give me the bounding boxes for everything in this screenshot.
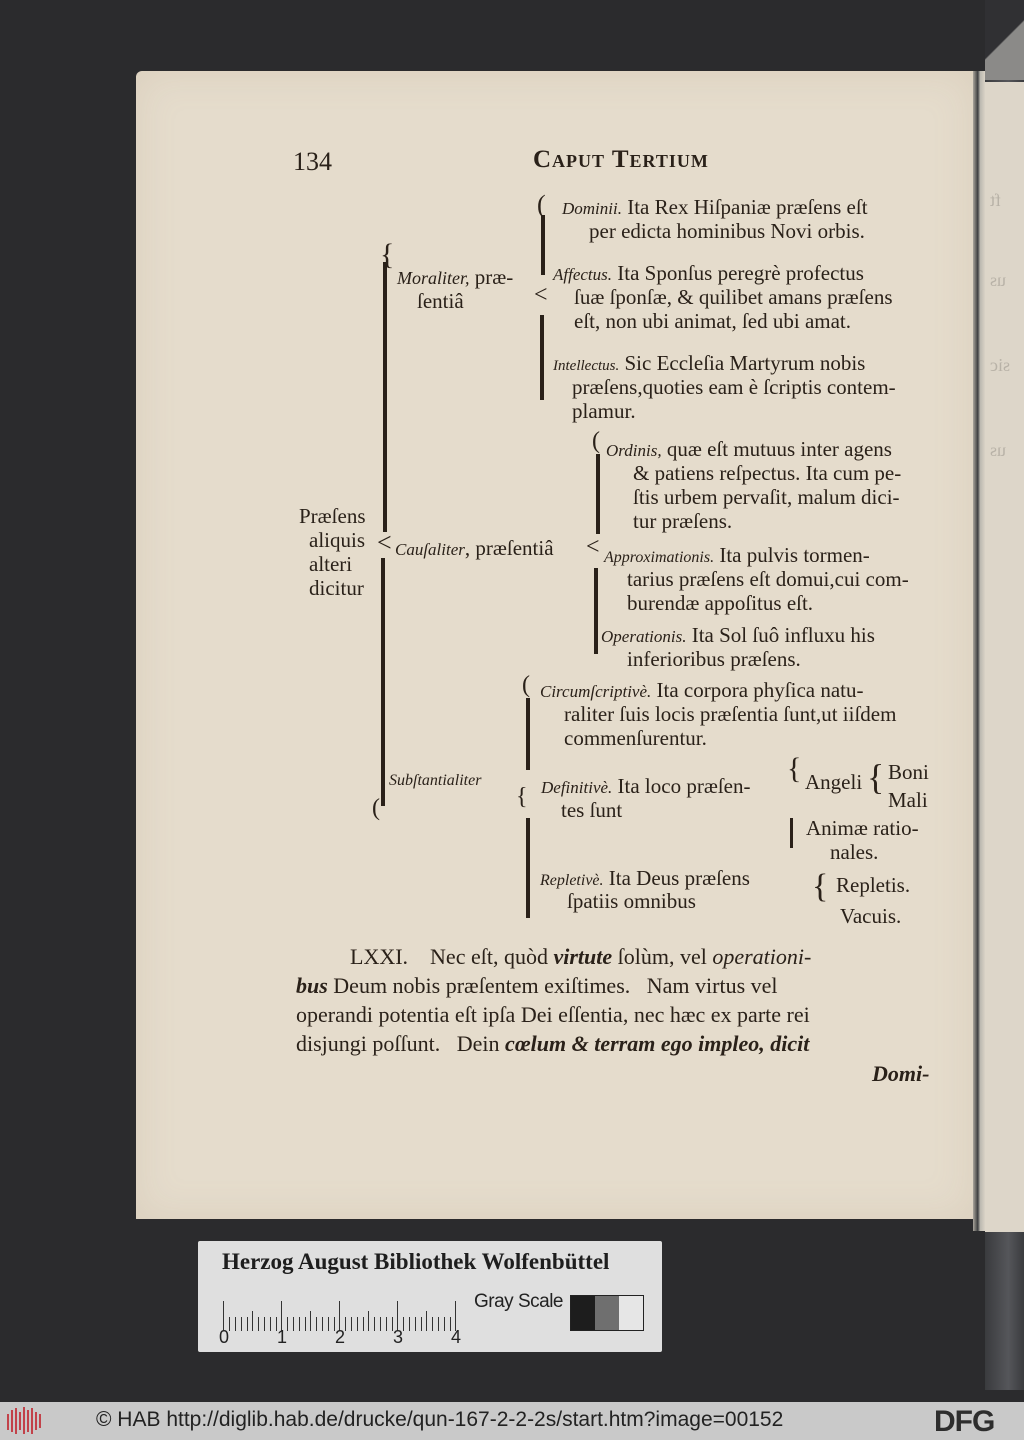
moraliter-brace-top: ( (537, 190, 546, 219)
text-line: ſtis urbem pervaſit, malum dici- (633, 485, 900, 509)
gray-scale-label: Gray Scale (474, 1291, 563, 1312)
subclass-angeli: Angeli (805, 770, 863, 794)
definition-repletive: Repletivè. Ita Deus præſens (540, 866, 750, 890)
subclass-repletis: Repletis. (836, 873, 911, 897)
scale-ruler (223, 1291, 463, 1331)
causaliter-brace-top: ( (592, 428, 600, 454)
text-line: eſt, non ubi animat, ſed ubi amat. (574, 309, 852, 333)
text-line: tes ſunt (561, 798, 623, 822)
paragraph-line: LXXI. Nec eſt, quòd virtute ſolùm, vel o… (350, 944, 812, 969)
library-label-card: Herzog August Bibliothek Wolfenbüttel (198, 1241, 662, 1352)
subclass-animae: Animæ ratio- (806, 816, 919, 840)
book-spine (973, 71, 985, 1231)
causaliter-brace-middle: < (586, 534, 600, 560)
subclass-vacuis: Vacuis. (840, 904, 902, 928)
subclass-mali: Mali (888, 788, 928, 812)
definition-affectus: Affectus. Ita Sponſus peregrè profectus (553, 261, 864, 285)
definition-ordinis: Ordinis, quæ eſt mutuus inter agens (606, 437, 892, 461)
outer-brace-bar (383, 262, 387, 532)
copyright-link[interactable]: © HAB http://diglib.hab.de/drucke/qun-16… (96, 1408, 784, 1431)
gray-swatch-light (619, 1296, 643, 1330)
page-number: 134 (293, 147, 332, 176)
text-line: & patiens reſpectus. Ita cum pe- (633, 461, 902, 485)
root-label-line: dicitur (309, 576, 364, 600)
bleed-through-text: us (990, 270, 1007, 290)
substantialiter-brace-top: ( (522, 672, 530, 698)
paragraph-line: disjungi poſſunt. Dein cœlum & terram eg… (296, 1031, 810, 1056)
branch-label-moraliter: Moraliter, præ- (397, 265, 514, 289)
ruler-number: 0 (219, 1327, 230, 1347)
text-line: tur præſens. (633, 509, 733, 533)
text-line: inferioribus præſens. (627, 647, 801, 671)
substantialiter-brace-middle: { (516, 784, 528, 810)
repletive-brace: { (812, 868, 829, 905)
text-line: plamur. (572, 399, 636, 423)
angeli-brace: { (867, 757, 885, 797)
branch-label-moraliter-line2: ſentiâ (417, 289, 464, 313)
library-name: Herzog August Bibliothek Wolfenbüttel (222, 1249, 610, 1274)
definition-approximationis: Approximationis. Ita pulvis tormen- (604, 543, 870, 567)
ruler-number: 4 (451, 1327, 462, 1347)
substantialiter-brace-bar (526, 818, 530, 918)
text-line: raliter ſuis locis præſentia ſunt,ut iiſ… (564, 702, 897, 726)
subclass-boni: Boni (888, 760, 929, 784)
paragraph-line: operandi potentia eſt ipſa Dei eſſentia,… (296, 1002, 810, 1027)
bleed-through-text: us (990, 440, 1007, 460)
outer-brace-middle: < (377, 528, 392, 557)
moraliter-brace-bar (540, 315, 544, 400)
gray-swatch-mid (595, 1296, 619, 1330)
definitive-brace: { (787, 752, 802, 785)
bleed-through-text: sic (990, 355, 1010, 375)
catchword: Domi- (872, 1061, 930, 1086)
running-head: Caput Tertium (533, 146, 709, 173)
definition-definitive: Definitivè. Ita loco præſen- (541, 774, 751, 798)
text-line: præſens,quoties eam è ſcriptis contem- (572, 375, 896, 399)
definition-dominii: Dominii. Ita Rex Hiſpaniæ præſens eſt (562, 195, 868, 219)
bleed-through-text: ft (990, 190, 1001, 210)
book-page (136, 71, 973, 1219)
moraliter-brace-middle: < (534, 282, 548, 308)
causaliter-brace-bar (596, 454, 600, 534)
root-label-line: Præſens (299, 504, 366, 528)
paragraph-number: LXXI. (350, 944, 409, 969)
ruler-number: 2 (335, 1327, 346, 1347)
gray-scale-swatch (570, 1295, 644, 1331)
footer-bar: © HAB http://diglib.hab.de/drucke/qun-16… (0, 1402, 1024, 1440)
outer-brace-bottom: ( (372, 795, 380, 821)
ruler-number: 1 (277, 1327, 288, 1347)
text-line: burendæ appoſitus eſt. (627, 591, 814, 615)
text-line: commenſurentur. (564, 726, 707, 750)
definitive-brace-bar (790, 818, 793, 848)
outer-brace-bar (381, 558, 385, 806)
branch-label-substantialiter: Subſtantialiter (389, 772, 482, 789)
text-line: nales. (830, 840, 879, 864)
dfg-logo: DFG (934, 1405, 995, 1438)
definition-operationis: Operationis. Ita Sol ſuô influxu his (601, 623, 875, 647)
substantialiter-brace-bar (526, 698, 530, 770)
facing-page-edge (985, 82, 1024, 1232)
text-line: per edicta hominibus Novi orbis. (589, 219, 865, 243)
ruler-number: 3 (393, 1327, 404, 1347)
root-label-line: alteri (309, 552, 353, 576)
definition-circumscriptive: Circumſcriptivè. Ita corpora phyſica nat… (540, 678, 864, 702)
text-line: ſpatiis omnibus (567, 889, 696, 913)
scanner-background-corner (985, 0, 1024, 80)
moraliter-brace-bar (541, 215, 545, 275)
text-line: ſuæ ſponſæ, & quilibet amans præſens (574, 285, 893, 309)
root-label-line: aliquis (309, 528, 365, 552)
gray-swatch-dark (571, 1296, 595, 1330)
causaliter-brace-bar (594, 568, 598, 654)
hab-logo-icon (7, 1407, 41, 1434)
text-line: tarius præſens eſt domui,cui com- (627, 567, 909, 591)
definition-intellectus: Intellectus. Sic Eccleſia Martyrum nobis (553, 351, 866, 375)
branch-label-causaliter: Cauſaliter, præſentiâ (395, 536, 554, 560)
paragraph-line: bus Deum nobis præſentem exiſtimes. Nam … (296, 973, 778, 998)
